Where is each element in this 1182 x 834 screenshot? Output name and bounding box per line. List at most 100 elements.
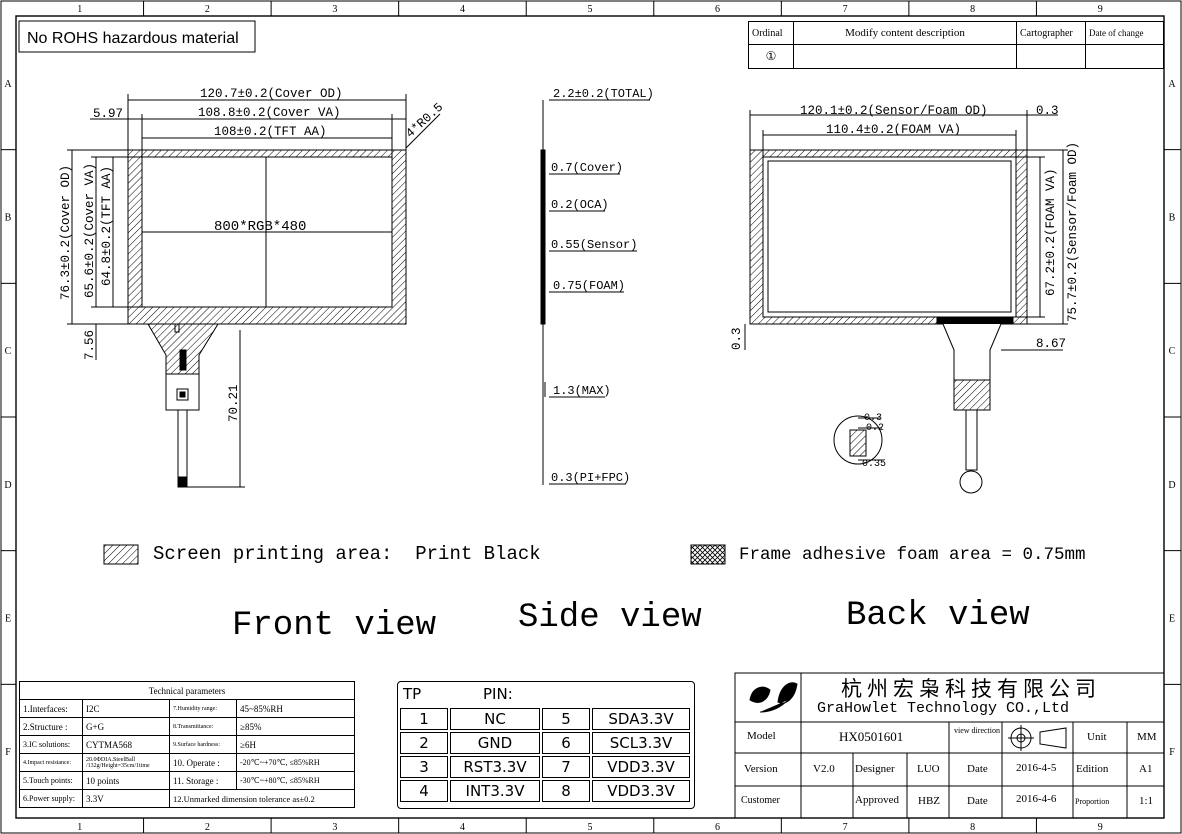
zone-row-label: C bbox=[5, 346, 12, 357]
zone-col-label: 5 bbox=[588, 822, 593, 833]
dim-v-foam-va: 67.2±0.2(FOAM VA) bbox=[1044, 168, 1058, 296]
zone-row-label: F bbox=[1169, 747, 1175, 758]
view-direction-label: view direction bbox=[954, 726, 1000, 735]
tech-label: 4.Impact resistance: bbox=[19, 753, 83, 772]
zone-row-label: E bbox=[1169, 614, 1175, 625]
tech-value: 45~85%RH bbox=[236, 699, 355, 718]
pin-name: SDA3.3V bbox=[592, 708, 690, 730]
dim-gap: 0.3 bbox=[1036, 104, 1059, 118]
pin-num: 4 bbox=[400, 780, 448, 802]
rev-header-cartographer: Cartographer bbox=[1016, 21, 1086, 45]
pin-num: 1 bbox=[400, 708, 448, 730]
zone-col-label: 6 bbox=[715, 4, 720, 15]
pin-name: RST3.3V bbox=[450, 756, 540, 778]
pin-num: 5 bbox=[542, 708, 590, 730]
tech-value: -20℃~+70℃, ≤85%RH bbox=[236, 753, 355, 772]
tech-label: 5.Touch points: bbox=[19, 771, 83, 790]
date-designed: 2016-4-5 bbox=[1016, 762, 1057, 774]
date-approved: 2016-4-6 bbox=[1016, 793, 1057, 805]
front-view-title: Front view bbox=[232, 607, 437, 645]
zone-col-label: 9 bbox=[1098, 822, 1103, 833]
revision-table: Ordinal Modify content description Carto… bbox=[748, 21, 1164, 69]
zone-col-label: 3 bbox=[332, 4, 337, 15]
pin-table: 1 NC 5 SDA3.3V 2 GND 6 SCL3.3V 3 RST3.3V… bbox=[398, 706, 692, 804]
zone-row-label: D bbox=[1168, 480, 1175, 491]
unit-label: Unit bbox=[1087, 731, 1107, 743]
pin-name: SCL3.3V bbox=[592, 732, 690, 754]
version-label: Version bbox=[744, 763, 778, 775]
rev-header-ordinal: Ordinal bbox=[748, 21, 794, 45]
proportion-label: Proportion bbox=[1075, 797, 1110, 806]
zone-row-label: B bbox=[5, 213, 12, 224]
zone-col-label: 9 bbox=[1098, 4, 1103, 15]
company-name-en: GraHowlet Technology CO.,Ltd bbox=[817, 700, 1070, 717]
zone-col-label: 6 bbox=[715, 822, 720, 833]
proportion-value: 1:1 bbox=[1139, 795, 1154, 807]
zone-row-label: D bbox=[4, 480, 11, 491]
dim-foam-va: 110.4±0.2(FOAM VA) bbox=[826, 123, 961, 137]
rohs-note: No ROHS hazardous material bbox=[27, 30, 239, 47]
zone-row-label: C bbox=[1169, 346, 1176, 357]
back-view-title: Back view bbox=[846, 597, 1030, 635]
technical-parameters-table: Technical parameters 1.Interfaces: I2C 7… bbox=[19, 681, 355, 808]
dim-tft-aa: 108±0.2(TFT AA) bbox=[214, 125, 327, 139]
zone-col-label: 1 bbox=[77, 822, 82, 833]
edition-value: A1 bbox=[1139, 763, 1153, 775]
tech-value: CYTMA568 bbox=[82, 735, 170, 754]
tech-value: I2C bbox=[82, 699, 170, 718]
tech-title: Technical parameters bbox=[19, 681, 355, 700]
dim-v-cover-od: 76.3±0.2(Cover OD) bbox=[59, 165, 73, 300]
zone-col-label: 8 bbox=[970, 4, 975, 15]
back-view bbox=[744, 110, 1068, 494]
pin-label: PIN: bbox=[483, 685, 513, 703]
dim-v-tft-aa: 64.8±0.2(TFT AA) bbox=[100, 166, 114, 286]
dim-fpc-length: 70.21 bbox=[227, 384, 241, 422]
model-label: Model bbox=[747, 730, 776, 742]
dim-cover-va: 108.8±0.2(Cover VA) bbox=[198, 106, 341, 120]
zone-col-label: 5 bbox=[588, 4, 593, 15]
rev-header-date: Date of change bbox=[1085, 21, 1164, 45]
zone-row-label: A bbox=[4, 79, 12, 90]
zone-col-label: 1 bbox=[77, 4, 82, 15]
edition-label: Edition bbox=[1076, 763, 1109, 775]
unit-value: MM bbox=[1137, 731, 1157, 743]
side-total: 2.2±0.2(TOTAL) bbox=[553, 87, 654, 101]
side-view-title: Side view bbox=[518, 599, 702, 637]
dim-right-offset: 8.67 bbox=[1036, 337, 1066, 351]
zone-row-label: A bbox=[1168, 79, 1176, 90]
detail-dim-3: 0.35 bbox=[862, 459, 886, 470]
pin-table-box: TP PIN: 1 NC 5 SDA3.3V 2 GND 6 SCL3.3V 3… bbox=[397, 681, 695, 809]
zone-col-label: 3 bbox=[332, 822, 337, 833]
pin-num: 7 bbox=[542, 756, 590, 778]
designer-value: LUO bbox=[917, 763, 940, 775]
tech-value: ≥85% bbox=[236, 717, 355, 736]
tech-value: 3.3V bbox=[82, 789, 170, 808]
zone-col-label: 7 bbox=[843, 4, 848, 15]
dim-left-gap: 0.3 bbox=[730, 327, 744, 350]
tech-label: 10. Operate : bbox=[169, 753, 237, 772]
pin-name: INT3.3V bbox=[450, 780, 540, 802]
tech-label: 6.Power supply: bbox=[19, 789, 83, 808]
tech-value: -30℃~+80℃, ≤85%RH bbox=[236, 771, 355, 790]
pin-num: 3 bbox=[400, 756, 448, 778]
approved-value: HBZ bbox=[918, 795, 940, 807]
dim-v-cover-va: 65.6±0.2(Cover VA) bbox=[83, 163, 97, 298]
legend-foam-area: Frame adhesive foam area = 0.75mm bbox=[739, 545, 1086, 565]
tech-label: 11. Storage : bbox=[169, 771, 237, 790]
side-sensor: 0.55(Sensor) bbox=[551, 238, 637, 252]
side-cover: 0.7(Cover) bbox=[551, 161, 623, 175]
zone-row-label: E bbox=[5, 614, 11, 625]
pin-num: 2 bbox=[400, 732, 448, 754]
tech-label: 1.Interfaces: bbox=[19, 699, 83, 718]
version-value: V2.0 bbox=[813, 763, 835, 775]
company-name-cn: 杭州宏枭科技有限公司 bbox=[841, 677, 1101, 701]
date-label: Date bbox=[967, 763, 988, 775]
pin-tp-label: TP bbox=[403, 685, 422, 703]
date-label: Date bbox=[967, 795, 988, 807]
rev-date-1 bbox=[1085, 44, 1164, 69]
pin-name: GND bbox=[450, 732, 540, 754]
tech-value: ≥6H bbox=[236, 735, 355, 754]
tech-label: 8.Transmittance: bbox=[169, 717, 237, 736]
side-foam: 0.75(FOAM) bbox=[553, 279, 625, 293]
